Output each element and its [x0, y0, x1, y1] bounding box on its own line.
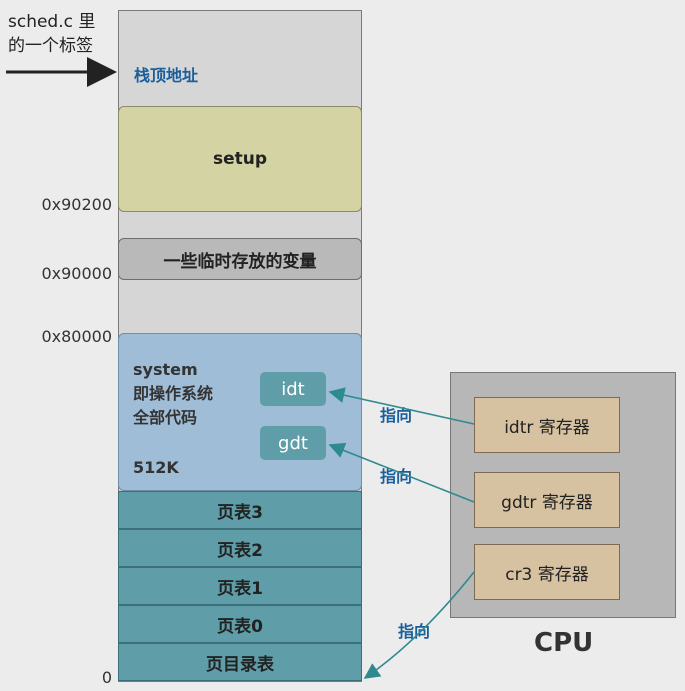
page-table-2: 页表2 [118, 529, 362, 567]
idt-label: idt [281, 378, 305, 400]
system-text: system 即操作系统 全部代码 [133, 358, 213, 430]
arrow-label-gdt: 指向 [380, 467, 413, 486]
system-block: system 即操作系统 全部代码 512K idt gdt [118, 333, 362, 491]
setup-label: setup [212, 149, 268, 169]
cr3-to-pagedir-arrow [363, 571, 475, 679]
idt-box: idt [260, 372, 326, 406]
gdtr-label: gdtr 寄存器 [501, 492, 593, 513]
page-table-0-label: 页表0 [217, 616, 263, 637]
page-directory: 页目录表 [118, 643, 362, 681]
page-directory-label: 页目录表 [206, 654, 274, 675]
system-size: 512K [133, 458, 179, 477]
page-table-1-label: 页表1 [217, 578, 263, 599]
cpu-label: CPU [534, 628, 594, 658]
idtr-to-idt-arrow [328, 387, 475, 425]
address-0: 0 [101, 668, 112, 687]
address-90200: 0x90200 [41, 195, 112, 214]
cr3-label: cr3 寄存器 [505, 564, 589, 585]
note-line1: sched.c 里 [8, 12, 96, 32]
idtr-label: idtr 寄存器 [504, 417, 590, 438]
page-table-3-label: 页表3 [217, 502, 263, 523]
page-table-0: 页表0 [118, 605, 362, 643]
gdtr-register: gdtr 寄存器 [474, 472, 620, 528]
system-line3: 全部代码 [133, 408, 198, 427]
system-line2: 即操作系统 [133, 384, 214, 403]
idtr-register: idtr 寄存器 [474, 397, 620, 453]
arrow-label-idt: 指向 [380, 406, 413, 425]
page-table-3: 页表3 [118, 491, 362, 529]
note-line2: 的一个标签 [8, 36, 93, 56]
gdt-label: gdt [278, 432, 308, 454]
address-80000: 0x80000 [41, 327, 112, 346]
page-table-2-label: 页表2 [217, 540, 263, 561]
gdt-box: gdt [260, 426, 326, 460]
cr3-register: cr3 寄存器 [474, 544, 620, 600]
arrow-label-cr3: 指向 [398, 622, 431, 641]
temp-vars-block: 一些临时存放的变量 [118, 238, 362, 280]
setup-block: setup [118, 106, 362, 212]
page-table-1: 页表1 [118, 567, 362, 605]
system-line1: system [133, 360, 198, 379]
stack-top-label: 栈顶地址 [134, 66, 199, 85]
address-90000: 0x90000 [41, 264, 112, 283]
gdtr-to-gdt-arrow [328, 442, 475, 503]
temp-vars-label: 一些临时存放的变量 [163, 251, 317, 272]
note-text: sched.c 里 的一个标签 [8, 10, 95, 58]
